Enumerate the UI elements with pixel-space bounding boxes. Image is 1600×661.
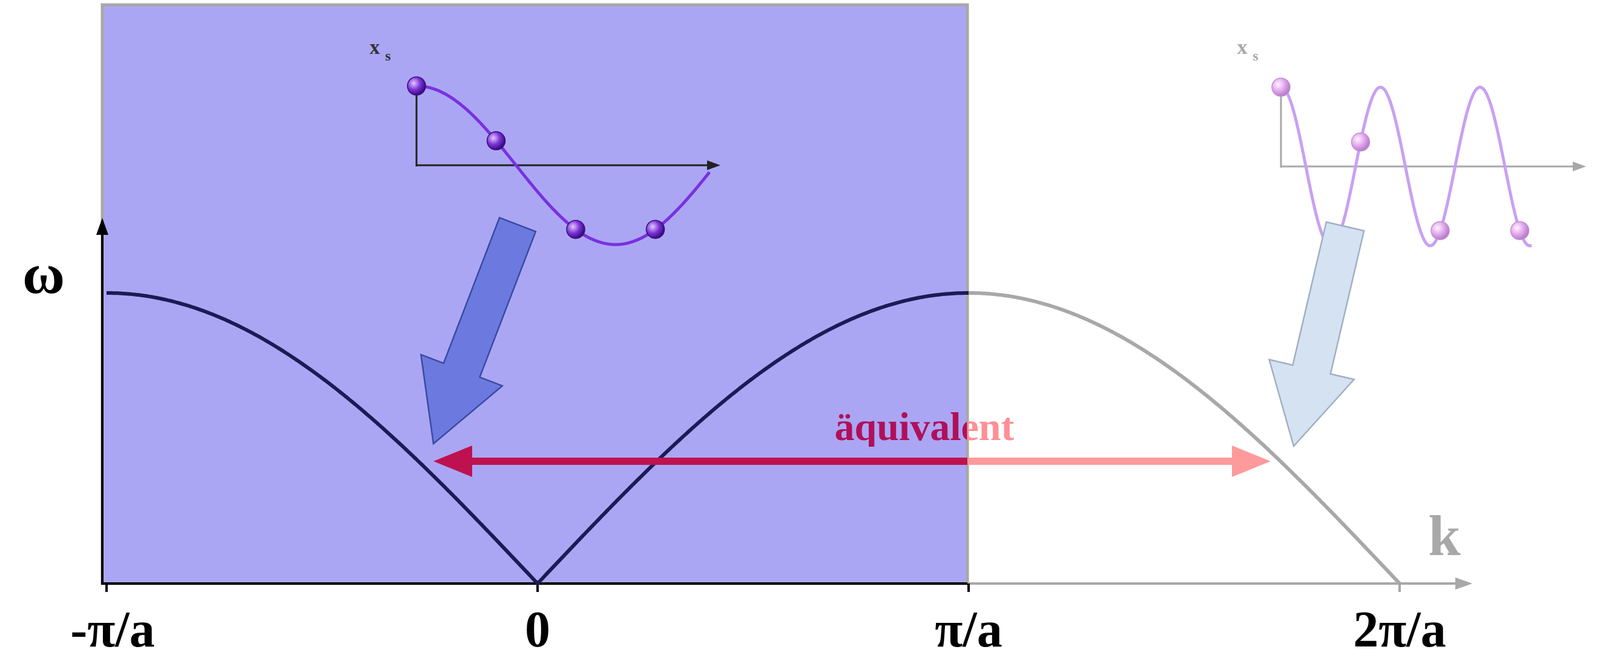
inset-axis (1280, 165, 1577, 168)
tick-label: 0 (524, 604, 551, 656)
axis-subscript: s (1252, 48, 1258, 63)
arrowhead (433, 445, 473, 478)
atom-ball (566, 220, 585, 239)
equivalence-arrow-faded (967, 457, 1238, 465)
atom-ball (1351, 133, 1370, 152)
axis-arrowhead (96, 217, 109, 235)
wave-curve (416, 85, 710, 245)
tick-mark (967, 583, 970, 593)
tick-label: -π/a (70, 604, 155, 656)
inset-axis (415, 88, 418, 167)
axis-arrowhead (1455, 577, 1473, 590)
axis-label: k (1428, 506, 1461, 565)
axis-arrowhead (1572, 161, 1587, 172)
atom-ball (646, 220, 665, 239)
inset-axis (416, 164, 711, 167)
tick-mark (105, 583, 108, 593)
axis-label: ω (22, 244, 65, 303)
tick-label: π/a (934, 604, 1002, 656)
inset-axis (1280, 88, 1283, 168)
atom-ball (1271, 78, 1291, 97)
axis-arrowhead (707, 160, 721, 171)
tick-mark (1398, 583, 1401, 593)
equivalence-arrow (466, 457, 968, 465)
axis-label: x (369, 36, 381, 58)
axis-subscript: s (385, 48, 391, 63)
atom-ball (407, 76, 426, 96)
arrowhead-faded (1231, 445, 1271, 478)
tick-label: 2π/a (1353, 604, 1446, 656)
k-axis-faded (967, 582, 1461, 585)
atom-ball (1431, 221, 1450, 240)
axis-label: x (1237, 36, 1248, 58)
atom-ball (1511, 221, 1530, 240)
block-arrow (420, 217, 536, 444)
equivalence-label: äquivalent (834, 406, 1014, 447)
atom-ball (487, 131, 506, 151)
brillouin-zone (102, 4, 968, 584)
wave-curve (1280, 87, 1532, 246)
omega-axis (101, 230, 104, 585)
block-arrow-faded (1269, 222, 1365, 447)
